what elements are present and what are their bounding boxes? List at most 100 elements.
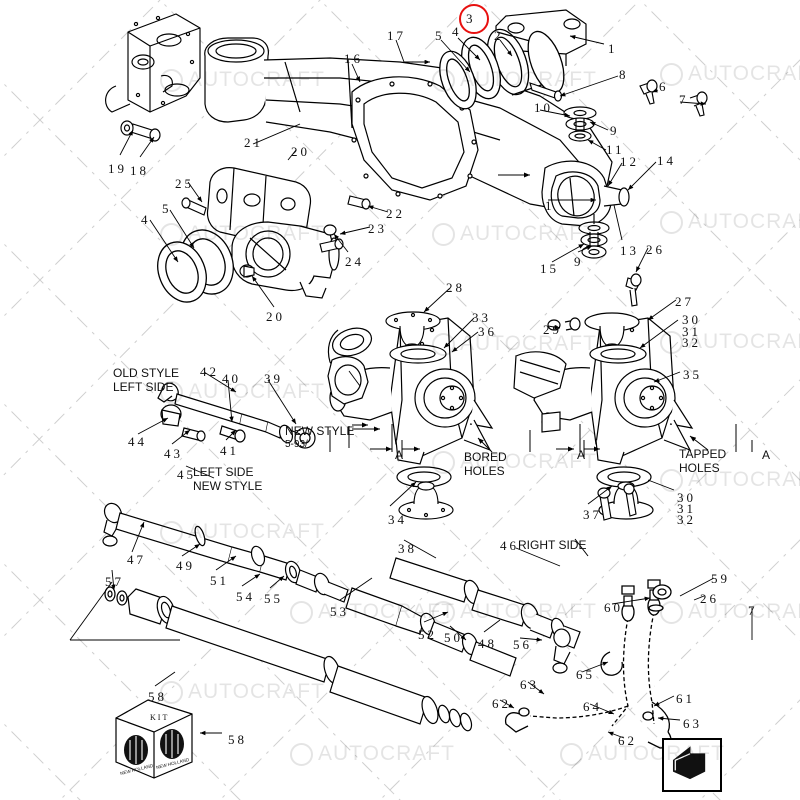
bearing-cup-assembly	[439, 28, 565, 110]
callout-number: 34	[388, 512, 407, 527]
note-old-style-left-line-2: LEFT SIDE	[113, 379, 174, 394]
callout-number: 63	[683, 716, 702, 731]
callout-number: 3	[466, 11, 476, 26]
callout-number: 10	[534, 100, 553, 115]
kit-box-label: KIT	[150, 713, 169, 722]
callout-number: 16	[344, 51, 363, 66]
callout-number: 5	[162, 201, 172, 216]
callout-number: 31	[682, 324, 701, 339]
seal-ring-left	[157, 229, 234, 303]
bolts-mid-right	[547, 273, 642, 521]
note-right-side-line-1: RIGHT SIDE	[518, 538, 587, 552]
callout-number: 53	[330, 604, 349, 619]
callout-number: 57	[105, 574, 124, 589]
callout-number: 7	[679, 92, 689, 107]
direction-arrow-box	[662, 738, 722, 792]
callout-number: 20	[291, 144, 310, 159]
highlight-circle-part-3	[459, 4, 489, 34]
callout-number: 46	[500, 538, 519, 553]
tie-rod-right-upper	[389, 557, 581, 674]
callout-number: 30	[677, 490, 696, 505]
callout-number: 26	[700, 591, 719, 606]
knuckle-housing-right-upper	[541, 160, 630, 227]
note-new-style-date-line-1: NEW STYLE	[285, 424, 355, 438]
note-right-side: RIGHT SIDE	[518, 538, 587, 553]
seal-stack-upper	[563, 106, 597, 142]
kingpin-cap-bottom-center	[396, 466, 454, 520]
callout-number: 45	[177, 467, 196, 482]
callout-number: 27	[675, 294, 694, 309]
callout-number: 28	[446, 280, 465, 295]
callout-number: 6	[659, 79, 669, 94]
steering-arm-housing-left	[206, 167, 340, 299]
callout-number: 5	[435, 28, 445, 43]
callout-number: 65	[576, 667, 595, 682]
callout-number: 44	[128, 434, 147, 449]
note-tapped-holes-line-1: TAPPED	[679, 447, 727, 461]
callout-number: 64	[583, 699, 602, 714]
kingpin-cap-top-center	[385, 311, 447, 364]
callout-number: 2	[494, 28, 504, 43]
callout-number: 4	[452, 24, 462, 39]
callout-number: 33	[472, 310, 491, 325]
callout-number: 54	[236, 589, 255, 604]
note-old-style-left-line-1: OLD STYLE	[113, 366, 180, 380]
axle-housing-group	[105, 13, 201, 113]
bent-arrow-icon	[672, 746, 706, 780]
callout-number: 59	[711, 571, 730, 586]
callout-number: 63	[520, 677, 539, 692]
callout-number: 19	[108, 161, 127, 176]
note-left-side-new-line-1: LEFT SIDE	[193, 465, 254, 479]
callout-number: 9	[574, 254, 584, 269]
callout-number: 50	[444, 630, 463, 645]
callout-number: 43	[164, 446, 183, 461]
callout-number: 13	[620, 243, 639, 258]
callout-number: 47	[127, 552, 146, 567]
callout-number: 17	[387, 28, 406, 43]
callout-number: 21	[244, 135, 263, 150]
knuckle-left-new-style	[327, 356, 369, 405]
note-arrow-lines	[352, 426, 709, 557]
callout-number: 26	[646, 242, 665, 257]
callout-number: 25	[175, 176, 194, 191]
knuckle-far-right	[513, 351, 567, 433]
section-letter: A	[762, 448, 771, 462]
note-tapped-holes-line-2: HOLES	[679, 460, 720, 475]
callout-number: 49	[176, 558, 195, 573]
callout-number: 51	[210, 573, 229, 588]
seal-stack-lower	[578, 214, 610, 259]
callout-number: 62	[492, 696, 511, 711]
callout-number: 60	[604, 600, 623, 615]
callout-number: 62	[618, 733, 637, 748]
section-letter: A	[577, 448, 586, 462]
callout-number: 58	[228, 732, 247, 747]
callout-number: 8	[619, 67, 629, 82]
kit-box-illustration: KIT NEW HOLLAND NEW HOLLAND	[110, 692, 200, 780]
note-bored-holes-line-2: HOLES	[464, 463, 505, 478]
callout-number: 48	[478, 636, 497, 651]
callout-number: 35	[683, 367, 702, 382]
callout-number: 22	[386, 206, 405, 221]
callout-number: 1	[608, 41, 618, 56]
callout-number: 38	[398, 541, 417, 556]
callout-number: 55	[264, 591, 283, 606]
callout-number: 52	[418, 627, 437, 642]
callout-number: 24	[345, 254, 364, 269]
callout-number: 36	[478, 324, 497, 339]
callout-number: 18	[130, 163, 149, 178]
callout-number: 29	[543, 322, 562, 337]
callout-number: 1	[545, 198, 555, 213]
tie-rod-left-new-style	[102, 502, 517, 677]
callout-number: 30	[682, 312, 701, 327]
fasteners-top-right	[529, 79, 708, 117]
differential-housing	[351, 76, 479, 201]
section-letter: A	[395, 448, 404, 462]
callout-number: 4	[141, 212, 151, 227]
callout-number: 56	[513, 637, 532, 652]
callout-number: 12	[620, 154, 639, 169]
